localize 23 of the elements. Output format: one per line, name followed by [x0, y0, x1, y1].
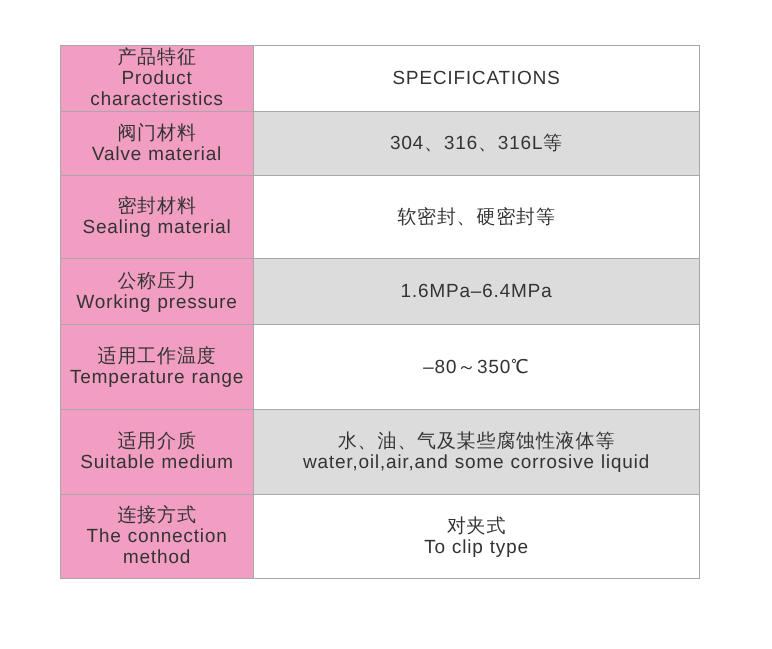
cell-text: 适用工作温度 [98, 346, 216, 367]
cell-text: SPECIFICATIONS [392, 68, 561, 89]
cell-text: Suitable medium [80, 452, 234, 473]
cell-text: 密封材料 [117, 196, 197, 217]
cell-text: To clip type [424, 536, 529, 558]
cell-text: 1.6MPa–6.4MPa [400, 281, 552, 302]
cell-text: 对夹式 [446, 516, 506, 536]
cell-text: 软密封、硬密封等 [397, 206, 556, 228]
cell-text: Valve material [92, 144, 222, 164]
cell-text: The connection method [85, 526, 229, 568]
cell-text: water,oil,air,and some corrosive liquid [303, 452, 650, 473]
cell-text: 适用介质 [117, 431, 197, 452]
cell-text: 304、316、316L等 [390, 133, 564, 154]
cell-text: 水、油、气及某些腐蚀性液体等 [338, 431, 616, 452]
cell-text: –80～350℃ [423, 356, 530, 378]
cell-text: 阀门材料 [117, 122, 197, 144]
cell-text: 连接方式 [117, 505, 197, 526]
cell-text: Temperature range [70, 367, 244, 388]
cell-text: Product characteristics [89, 68, 225, 110]
cell-text: 产品特征 [117, 47, 197, 68]
cell-text: 公称压力 [117, 270, 197, 292]
cell-text: Working pressure [76, 292, 238, 312]
cell-text: Sealing material [82, 217, 232, 238]
